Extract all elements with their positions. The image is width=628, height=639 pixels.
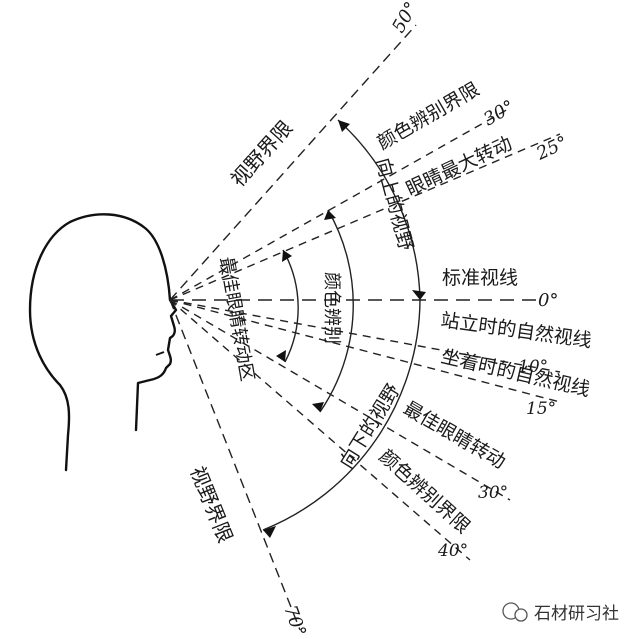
label-max-eye-rotation: 眼睛最大转动 (403, 132, 516, 200)
arrow-color-top (324, 210, 336, 220)
head-silhouette (28, 213, 178, 472)
arrow-best-bottom (276, 350, 286, 362)
angle-40: 40° (437, 541, 468, 561)
label-color-limit-upper: 颜色辨别界限 (374, 78, 484, 154)
label-standing-line: 站立时的自然视线 (439, 309, 593, 352)
line-15 (169, 299, 561, 403)
watermark-text: 石材研习社 (534, 604, 619, 624)
line-25 (169, 133, 561, 301)
arc-upward-view (337, 119, 421, 301)
label-color-discrimination: 颜色辨别 (321, 272, 342, 344)
label-best-rotation-zone: 最佳眼睛转动区 (215, 255, 258, 383)
line-30-down (169, 299, 511, 501)
mouth-mark (155, 351, 165, 356)
wechat-icon-bubble-2 (514, 608, 528, 622)
label-view-limit-lower: 视野界限 (185, 463, 237, 546)
arrow-upward-top (338, 120, 350, 132)
label-view-limit-upper: 视野界限 (226, 116, 297, 192)
arrow-color-bottom (312, 402, 324, 412)
arc-color-zone (319, 209, 354, 413)
angle-15: 15° (526, 399, 556, 419)
line-30-up (169, 107, 511, 301)
label-sitting-line: 坐着时的自然视线 (439, 345, 592, 401)
angle-30-up: 30° (480, 96, 518, 130)
angle-70: 70° (279, 603, 310, 639)
angle-0: 0° (538, 290, 558, 311)
arrow-best-top (282, 250, 292, 262)
angle-30-down: 30° (478, 483, 508, 503)
arrow-upward-bottom (412, 290, 426, 300)
angle-50: 50° (388, 0, 422, 36)
line-40 (169, 299, 471, 561)
watermark: 石材研习社 (502, 602, 619, 624)
line-50 (169, 24, 417, 301)
label-color-limit-lower: 颜色辨别界限 (375, 445, 474, 538)
arc-best-rotation (282, 249, 299, 363)
label-standard-line: 标准视线 (442, 267, 518, 289)
angle-10: 10° (518, 357, 548, 377)
arrow-downward-bottom (263, 526, 276, 538)
angle-25: 25° (532, 132, 571, 165)
line-70 (169, 299, 301, 631)
arc-downward-view (262, 299, 421, 531)
label-best-rotation-lower: 最佳眼睛转动 (400, 397, 510, 473)
label-upward-view: 向上的视野 (371, 156, 417, 253)
line-10 (169, 299, 561, 373)
